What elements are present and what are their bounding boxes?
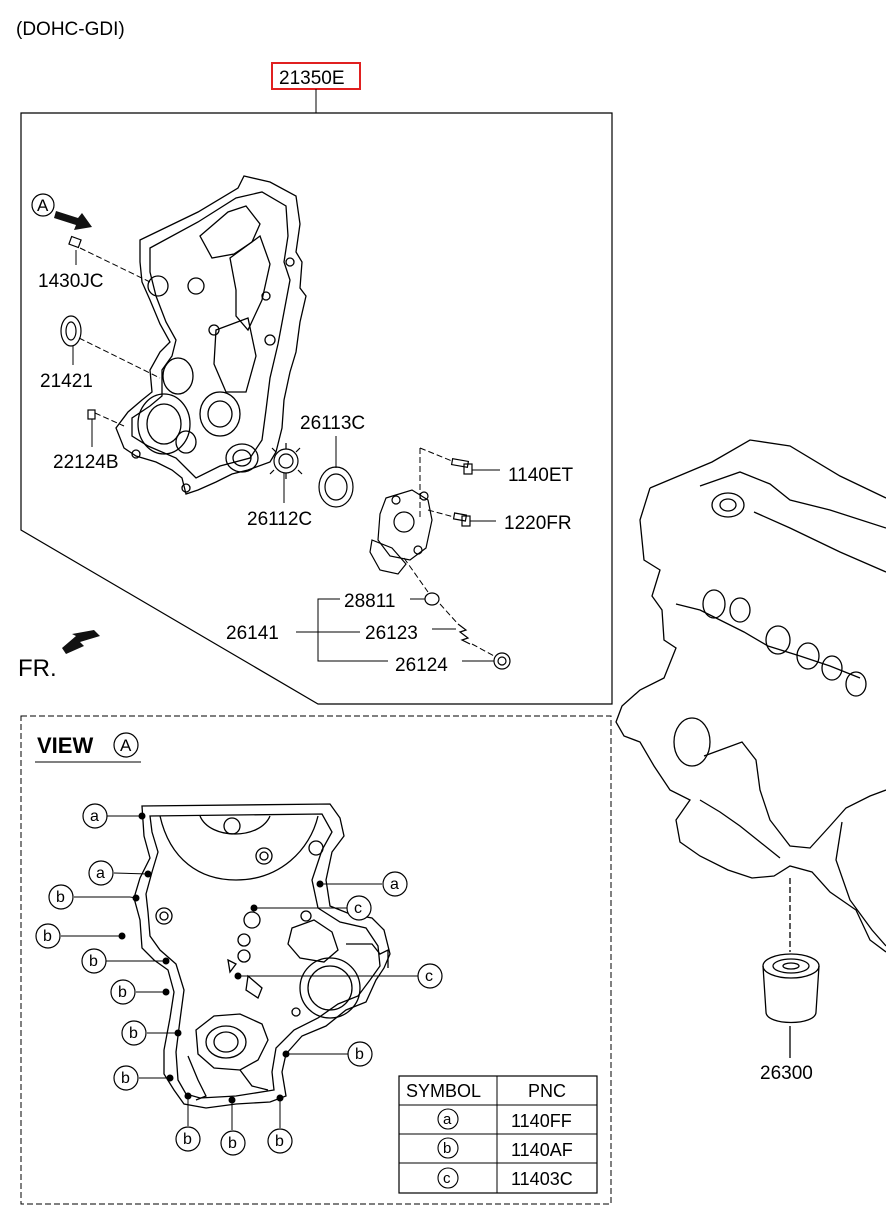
marker-b-4: b (118, 984, 127, 1001)
callout-26123[interactable]: 26123 (365, 623, 418, 644)
legend-pnc-a[interactable]: 1140FF (511, 1111, 572, 1131)
bolt-marker-letters: a a b b b b b b b b b b a c c (43, 808, 433, 1152)
callout-21421[interactable]: 21421 (40, 371, 93, 392)
legend-symbol-b: b (443, 1140, 451, 1157)
timing-cover-illustration (115, 175, 307, 495)
callout-26112C[interactable]: 26112C (247, 509, 312, 530)
marker-b-3: b (89, 953, 98, 970)
bolt-leaders (61, 815, 418, 1130)
callout-26124[interactable]: 26124 (395, 655, 448, 676)
bolt-marker-circles (35, 803, 443, 1156)
assembly-part-number[interactable]: 21350E (279, 68, 345, 89)
legend-table: SYMBOL PNC a 1140FF b 1140AF c 11403C (398, 1075, 598, 1194)
marker-b-1: b (56, 889, 65, 906)
callout-26300[interactable]: 26300 (760, 1063, 813, 1084)
legend-pnc-b[interactable]: 1140AF (511, 1140, 573, 1160)
pump-housing (369, 489, 433, 575)
bolt-1140ET (450, 457, 473, 475)
callout-1220FR[interactable]: 1220FR (504, 513, 572, 534)
bolt-1220FR (452, 512, 471, 527)
engine-label: (DOHC-GDI) (16, 19, 125, 40)
plug-26124 (493, 652, 511, 670)
view-marker-letter: A (37, 196, 49, 215)
view-section-marker-letter: A (120, 736, 132, 755)
callout-1430JC[interactable]: 1430JC (38, 271, 104, 292)
marker-c-2: c (425, 968, 433, 985)
plug-22124B (87, 409, 96, 420)
assembly-frame (20, 112, 613, 705)
leader-lines-upper (72, 247, 500, 662)
oil-filter-illustration (762, 878, 820, 1058)
callout-26113C[interactable]: 26113C (300, 413, 365, 434)
view-arrow-icon (54, 211, 92, 230)
callout-28811[interactable]: 28811 (344, 591, 395, 612)
marker-b-2: b (43, 928, 52, 945)
legend-header-symbol: SYMBOL (406, 1081, 481, 1101)
legend-symbol-a: a (443, 1111, 452, 1128)
relief-plunger-28811 (424, 592, 440, 606)
view-section-title: VIEW (37, 733, 93, 758)
relief-spring-26123 (457, 623, 471, 645)
callout-22124B[interactable]: 22124B (53, 452, 119, 473)
marker-a-3: a (390, 876, 399, 893)
oil-seal-21421 (60, 315, 82, 347)
marker-c-1: c (354, 900, 362, 917)
legend-header-pnc: PNC (528, 1081, 566, 1101)
dowel-pin-1430JC (68, 235, 82, 249)
view-marker-circle (31, 193, 55, 217)
marker-a-1: a (90, 808, 99, 825)
marker-b-6: b (121, 1070, 130, 1087)
marker-b-7: b (183, 1131, 192, 1148)
marker-b-9: b (275, 1133, 284, 1150)
callout-1140ET[interactable]: 1140ET (508, 465, 574, 486)
callout-26141[interactable]: 26141 (226, 623, 279, 644)
view-section-frame (20, 715, 612, 1205)
marker-b-10: b (355, 1046, 364, 1063)
legend-symbol-c: c (443, 1170, 451, 1187)
pump-rotor-26113C (318, 466, 354, 508)
marker-a-2: a (96, 865, 105, 882)
oil-pump-gear-26112C (269, 443, 303, 479)
marker-b-5: b (129, 1025, 138, 1042)
view-section-marker-circle (113, 732, 139, 758)
marker-b-8: b (228, 1135, 237, 1152)
legend-pnc-c[interactable]: 11403C (511, 1169, 573, 1189)
engine-block-illustration (615, 439, 886, 953)
front-arrow-icon (62, 630, 100, 654)
timing-cover-rear-view (133, 803, 391, 1109)
front-direction-label: FR. (18, 655, 57, 682)
